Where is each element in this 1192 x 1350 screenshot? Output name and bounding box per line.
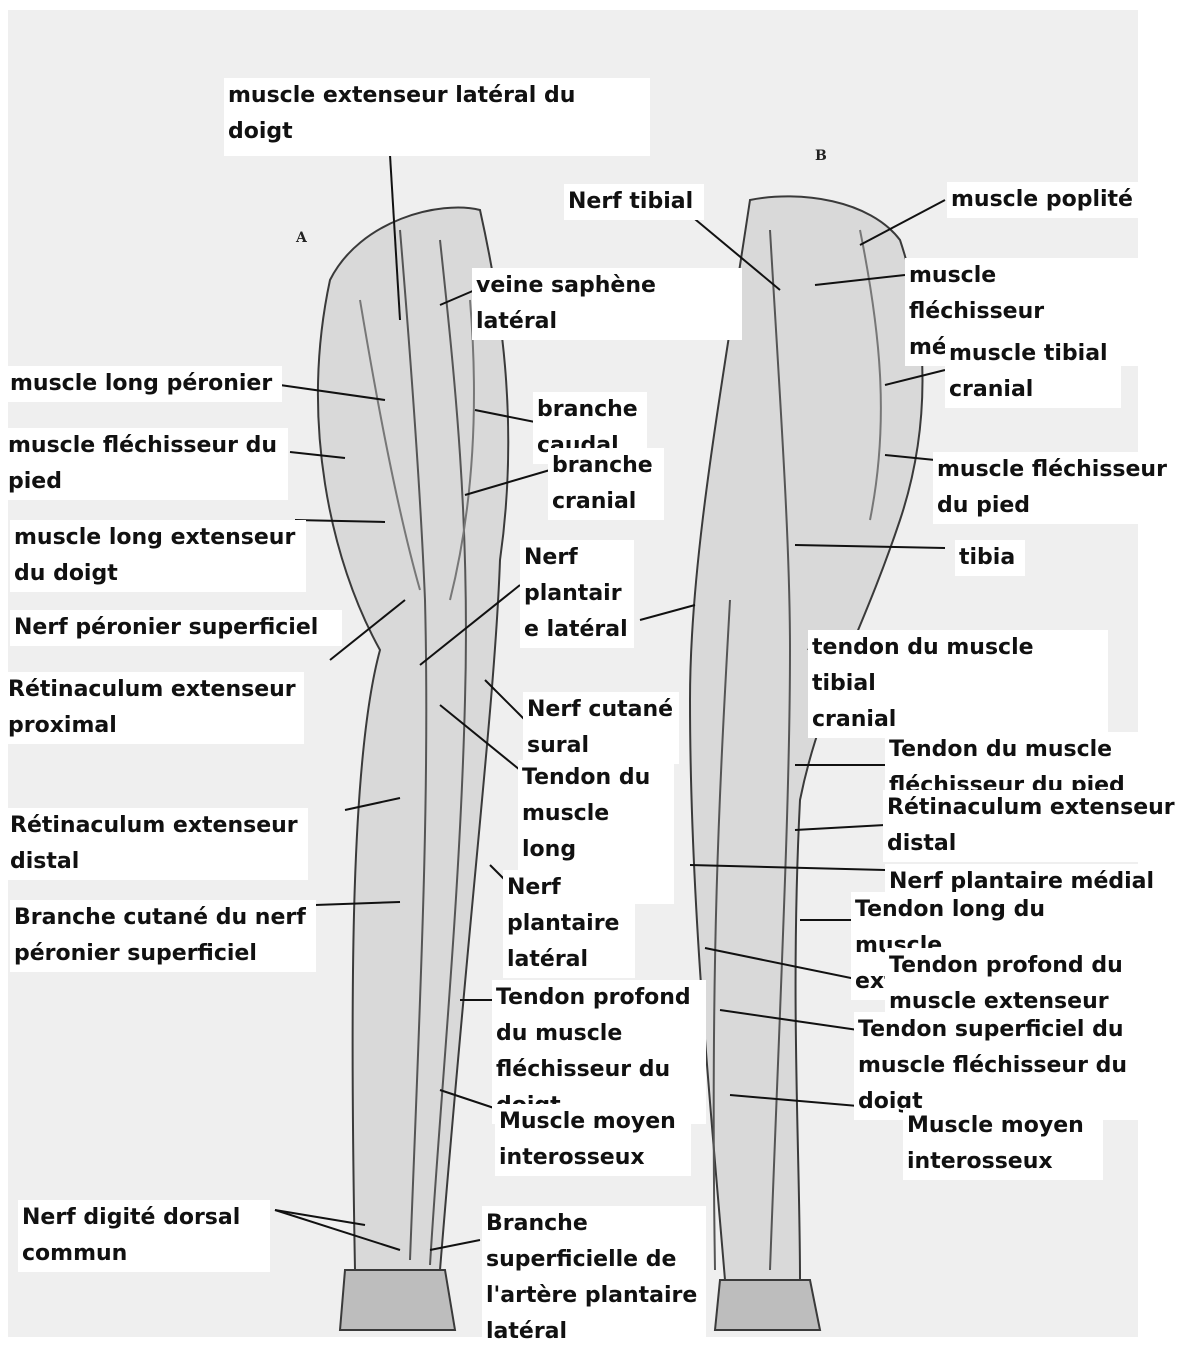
label-moyen-interosseux-a: Muscle moyen interosseux	[495, 1104, 691, 1176]
label-veine-saphene: veine saphène latéral	[472, 268, 742, 340]
label-flechisseur-pied-a: muscle fléchisseur du pied	[4, 428, 288, 500]
label-tendon-tibial-cranial: tendon du muscle tibial cranial	[808, 630, 1108, 738]
view-b-letter: B	[815, 148, 827, 164]
label-long-extenseur: muscle long extenseur du doigt	[10, 520, 306, 592]
label-extenseur-lateral: muscle extenseur latéral du doigt	[224, 78, 650, 156]
view-a-limb	[318, 208, 508, 1330]
label-muscle-poplite: muscle poplité	[947, 182, 1139, 218]
label-retinaculum-proximal: Rétinaculum extenseur proximal	[4, 672, 304, 744]
label-branche-superficielle: Branche superficielle de l'artère planta…	[482, 1206, 706, 1350]
label-tendon-superficiel: Tendon superficiel du muscle fléchisseur…	[854, 1012, 1188, 1120]
label-long-peronier: muscle long péronier	[6, 366, 282, 402]
label-tibial-cranial-b: muscle tibial cranial	[945, 336, 1121, 408]
label-nerf-plantaire-lateral-2: Nerf plantaire latéral	[503, 870, 635, 978]
label-branche-cranial: branche cranial	[548, 448, 664, 520]
label-flechisseur-pied-b: muscle fléchisseur du pied	[933, 452, 1181, 524]
label-nerf-plantaire-lateral-1: Nerf plantair e latéral	[520, 540, 634, 648]
label-nerf-tibial: Nerf tibial	[564, 184, 704, 220]
label-retinaculum-distal-b: Rétinaculum extenseur distal	[883, 790, 1179, 862]
label-retinaculum-distal-a: Rétinaculum extenseur distal	[6, 808, 308, 880]
label-nerf-cutane-sural: Nerf cutané sural	[523, 692, 679, 764]
label-moyen-interosseux-b: Muscle moyen interosseux	[903, 1108, 1103, 1180]
label-tibia: tibia	[955, 540, 1025, 576]
label-nerf-digite: Nerf digité dorsal commun	[18, 1200, 270, 1272]
label-tendon-profond-flechisseur: Tendon profond du muscle fléchisseur du …	[492, 980, 706, 1124]
view-a-letter: A	[296, 230, 307, 246]
label-branche-cutane: Branche cutané du nerf péronier superfic…	[10, 900, 316, 972]
label-peronier-superficiel: Nerf péronier superficiel	[10, 610, 342, 646]
